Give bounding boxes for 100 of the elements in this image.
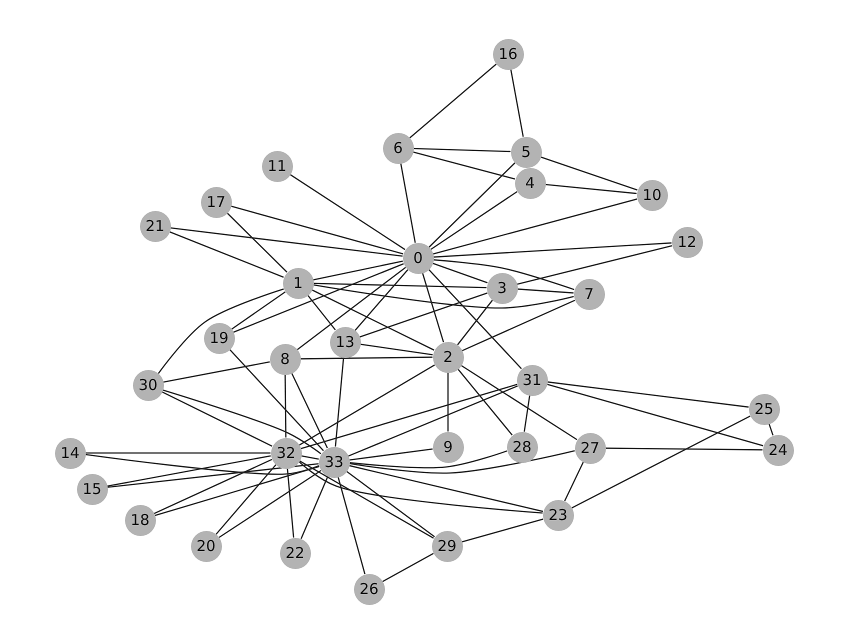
edge-line [428, 268, 522, 370]
edge-line [422, 272, 444, 342]
edge-line [400, 163, 416, 243]
node-label: 13 [335, 334, 355, 350]
node-circle [270, 344, 300, 374]
node-circle [748, 394, 780, 424]
edge-line [313, 260, 403, 280]
edge-line [300, 384, 518, 450]
node-circle [492, 38, 524, 70]
node-circle [354, 574, 384, 604]
node-circle [636, 180, 668, 210]
edge-line [447, 372, 449, 432]
edge-line [546, 384, 764, 446]
edge-line [460, 364, 578, 440]
node-circle [514, 168, 546, 198]
edge-line [462, 518, 544, 542]
edge-line [107, 455, 271, 487]
edge-line [162, 389, 322, 454]
edge-line [348, 464, 544, 512]
node-label: 12 [677, 234, 697, 250]
edge-line [349, 450, 508, 468]
node-circle [280, 538, 310, 568]
edge-line [547, 381, 749, 408]
edge-line [291, 372, 328, 448]
node-circle [190, 530, 222, 562]
edge-line [432, 198, 638, 255]
edge-line [286, 468, 294, 538]
node-circle [510, 136, 542, 168]
node-circle [124, 504, 156, 536]
node-circle [516, 364, 548, 396]
node-label: 19 [209, 330, 229, 346]
edge-line [349, 448, 433, 461]
node-circle [672, 226, 702, 258]
edge-line [313, 282, 487, 288]
edge-line [169, 231, 284, 278]
edge-line [334, 357, 344, 447]
edge-line [296, 266, 406, 350]
edge-line [457, 300, 493, 346]
edge-line [346, 470, 435, 538]
node-circle [282, 268, 314, 298]
node-circle [200, 186, 232, 218]
node-label: 0 [413, 250, 423, 266]
edge-line [107, 463, 319, 488]
edge-line [571, 416, 751, 508]
edge-line [290, 174, 406, 250]
edge-line [307, 294, 336, 330]
edge-line [313, 284, 574, 309]
edge-line [338, 476, 366, 574]
node-circle [574, 278, 604, 310]
node-label: 21 [145, 218, 165, 234]
edge-line [312, 289, 434, 351]
node-circle [432, 530, 462, 562]
node-label: 5 [521, 144, 531, 160]
node-label: 4 [525, 176, 535, 190]
node-label: 18 [130, 512, 150, 528]
edge-line [517, 288, 574, 294]
edge-line [154, 458, 272, 514]
node-label: 11 [267, 158, 287, 174]
edge-line [768, 423, 774, 436]
edge-line [412, 151, 516, 180]
node-circle [140, 210, 170, 242]
edge-line [516, 245, 672, 285]
edge-line [432, 262, 488, 284]
edge-line [233, 263, 404, 333]
edge-line [382, 552, 434, 582]
edge-line [226, 212, 288, 273]
edge-line [409, 64, 497, 138]
node-label: 29 [437, 538, 457, 554]
node-circle [432, 342, 464, 372]
edge-line [606, 448, 762, 450]
node-label: 15 [82, 482, 102, 496]
node-label: 20 [196, 538, 216, 554]
node-label: 7 [584, 286, 594, 302]
node-label: 10 [642, 188, 662, 202]
node-label: 22 [285, 546, 305, 560]
edge-line [348, 385, 518, 457]
node-circle [132, 370, 164, 400]
edge-line [462, 300, 576, 352]
edge-line [545, 184, 637, 194]
edge-line [154, 466, 320, 516]
edge-line [300, 356, 432, 360]
edge-line [359, 292, 488, 338]
node-label: 24 [768, 442, 788, 458]
node-label: 17 [206, 194, 226, 210]
edge-line [540, 156, 638, 191]
edge-line [284, 374, 286, 438]
edge-line [510, 69, 524, 137]
node-circle [330, 326, 360, 358]
edge-line [564, 462, 584, 502]
edge-line [360, 344, 433, 356]
node-circle [204, 322, 234, 354]
node-circle [318, 446, 350, 478]
node-label: 30 [138, 378, 158, 392]
edge-line [354, 269, 408, 331]
edge-line [162, 391, 272, 447]
node-label: 28 [512, 440, 532, 454]
edge-line [86, 452, 270, 454]
edge-line [85, 454, 320, 475]
edge-line [433, 242, 672, 258]
node-label: 3 [497, 280, 507, 296]
